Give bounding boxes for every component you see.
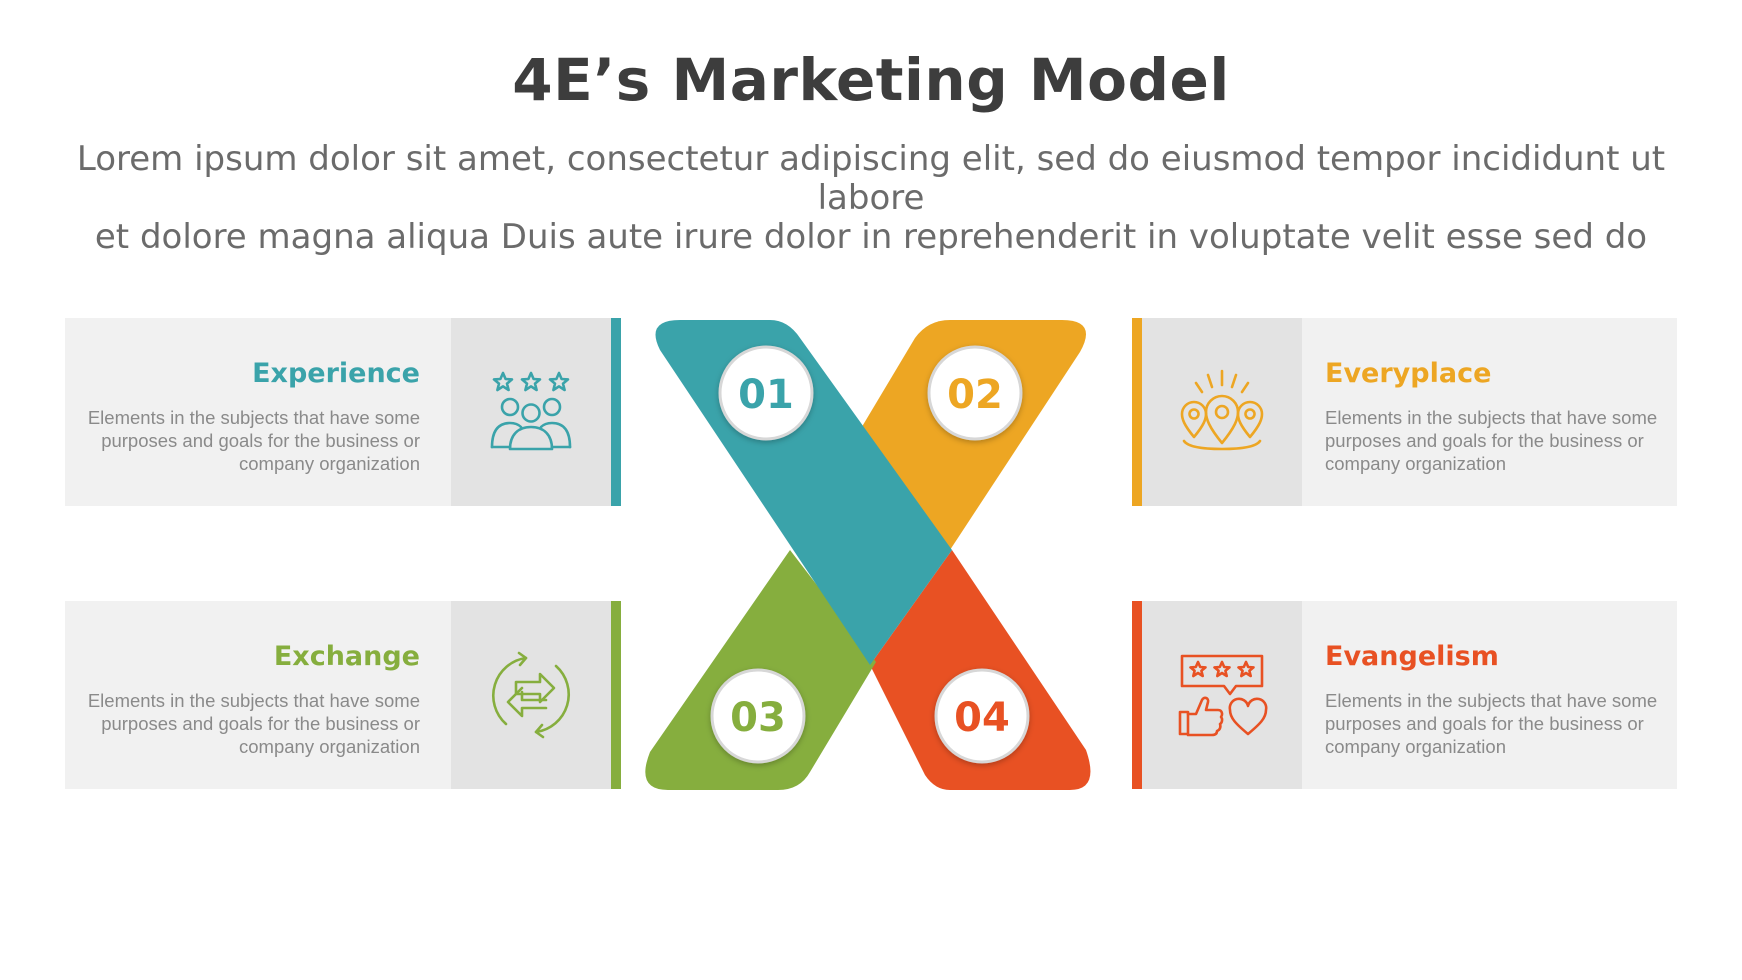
- accent-bar-experience: [611, 318, 621, 506]
- number-03: 03: [730, 695, 786, 741]
- subtitle: Lorem ipsum dolor sit amet, consectetur …: [60, 140, 1682, 257]
- card-heading-experience: Experience: [252, 358, 420, 389]
- card-heading-everyplace: Everyplace: [1325, 358, 1492, 389]
- desc-line: company organization: [1325, 736, 1506, 757]
- subtitle-line-2: et dolore magna aliqua Duis aute irure d…: [94, 217, 1648, 257]
- card-description-exchange: Elements in the subjects that have some …: [50, 689, 420, 758]
- card-heading-evangelism: Evangelism: [1325, 641, 1499, 672]
- number-02: 02: [947, 372, 1003, 418]
- desc-line: company organization: [1325, 453, 1506, 474]
- card-heading-exchange: Exchange: [273, 641, 420, 672]
- number-badge-03: 03: [710, 668, 806, 764]
- number-badge-01: 01: [718, 345, 814, 441]
- desc-line: Elements in the subjects that have some: [1325, 407, 1658, 428]
- exchange-arrows-icon: [492, 651, 570, 739]
- desc-line: purposes and goals for the business or: [101, 430, 420, 451]
- desc-line: purposes and goals for the business or: [101, 713, 420, 734]
- desc-line: Elements in the subjects that have some: [87, 690, 420, 711]
- card-evangelism: Evangelism Elements in the subjects that…: [1132, 601, 1677, 789]
- desc-line: company organization: [239, 736, 420, 757]
- page-title: 4E’s Marketing Model: [512, 46, 1230, 114]
- card-exchange: Exchange Elements in the subjects that h…: [65, 601, 621, 789]
- accent-bar-everyplace: [1132, 318, 1142, 506]
- x-shape-diagram: 01 02 03 04: [645, 320, 1091, 790]
- accent-bar-evangelism: [1132, 601, 1142, 789]
- number-04: 04: [954, 695, 1010, 741]
- review-like-heart-icon: [1178, 654, 1268, 737]
- subtitle-line-1: Lorem ipsum dolor sit amet, consectetur …: [76, 139, 1666, 218]
- card-everyplace: Everyplace Elements in the subjects that…: [1132, 318, 1677, 506]
- icon-box-exchange: [451, 601, 611, 789]
- desc-line: Elements in the subjects that have some: [87, 407, 420, 428]
- icon-box-everyplace: [1142, 318, 1302, 506]
- location-pins-icon: [1180, 369, 1264, 451]
- number-01: 01: [738, 372, 794, 418]
- desc-line: purposes and goals for the business or: [1325, 713, 1644, 734]
- icon-box-experience: [451, 318, 611, 506]
- desc-line: company organization: [239, 453, 420, 474]
- number-badge-02: 02: [927, 345, 1023, 441]
- card-description-evangelism: Elements in the subjects that have some …: [1325, 689, 1695, 758]
- desc-line: Elements in the subjects that have some: [1325, 690, 1658, 711]
- group-stars-icon: [490, 371, 572, 451]
- card-experience: Experience Elements in the subjects that…: [65, 318, 621, 506]
- number-badge-04: 04: [934, 668, 1030, 764]
- card-description-everyplace: Elements in the subjects that have some …: [1325, 406, 1695, 475]
- icon-box-evangelism: [1142, 601, 1302, 789]
- desc-line: purposes and goals for the business or: [1325, 430, 1644, 451]
- card-description-experience: Elements in the subjects that have some …: [50, 406, 420, 475]
- accent-bar-exchange: [611, 601, 621, 789]
